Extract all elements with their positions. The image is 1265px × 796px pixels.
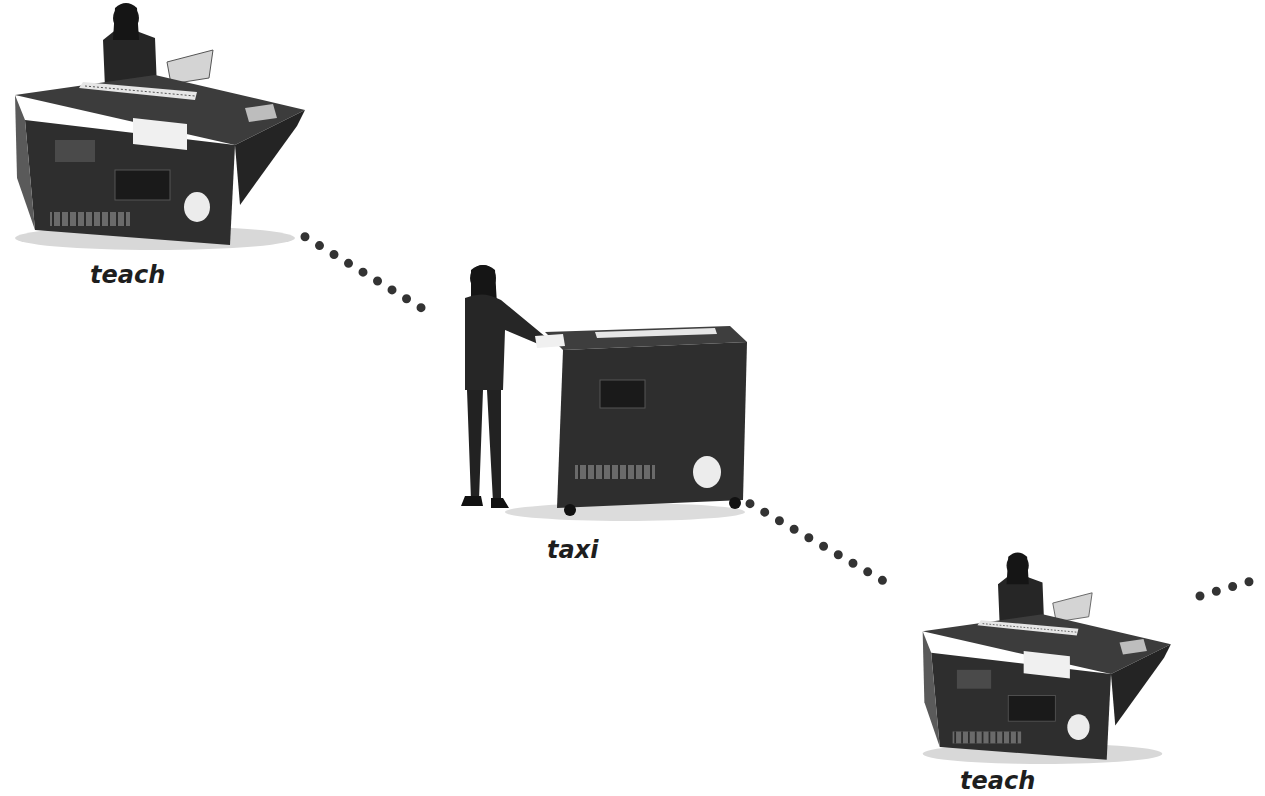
stage-label: teach — [890, 766, 1035, 796]
stage-illustration — [890, 550, 1195, 764]
stage-label: taxi — [435, 535, 598, 565]
dotted-connector — [750, 504, 890, 585]
stage-label: teach — [5, 260, 165, 290]
workflow-stage: taxi — [435, 260, 750, 565]
illustration-art — [15, 3, 305, 250]
dotted-connector — [305, 237, 435, 316]
workflow-stage: teach — [890, 550, 1195, 796]
dotted-continuation — [1200, 578, 1262, 596]
stage-illustration — [435, 260, 750, 525]
stage-illustration — [5, 0, 305, 250]
workflow-stage: teach — [5, 0, 305, 290]
illustration-art — [461, 265, 747, 521]
illustration-art — [923, 553, 1171, 764]
